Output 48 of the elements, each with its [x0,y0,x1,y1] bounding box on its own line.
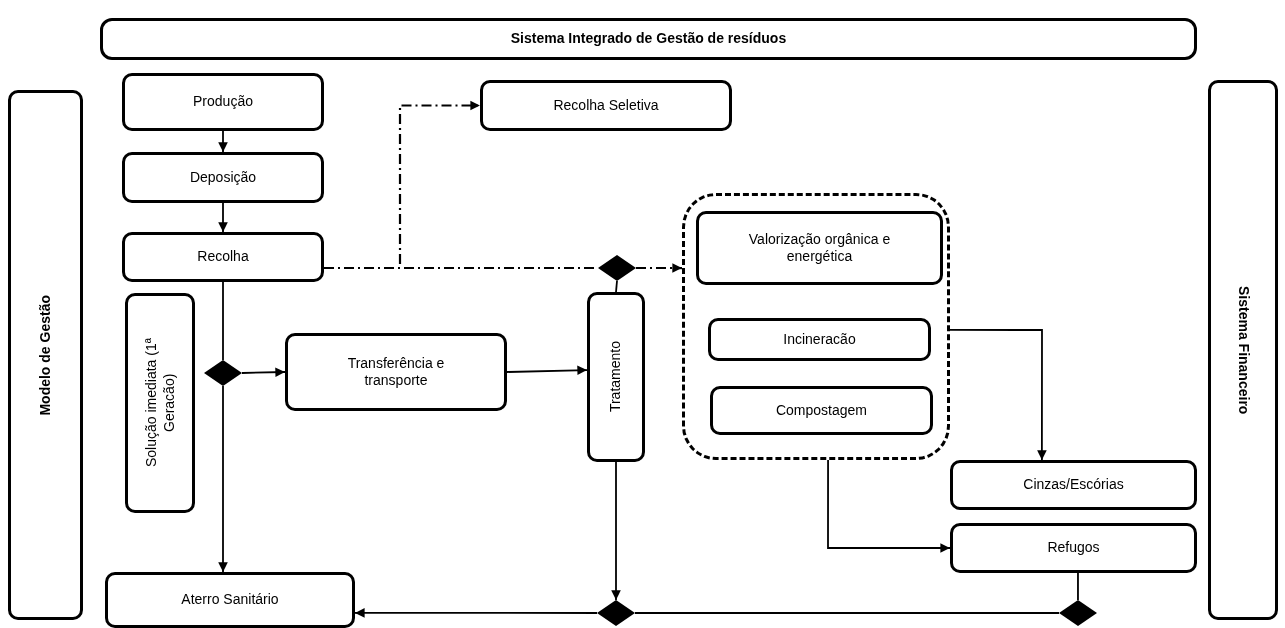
box-label: Valorização orgânica e energética [747,230,892,266]
dashed-group-box [682,193,950,460]
arrow [949,329,1047,461]
arrow [354,608,598,618]
box-label: Incineracão [783,330,856,349]
box-label: Modelo de Gestão [36,294,54,416]
box-label: Transferência e transporte [346,354,446,390]
decision-diamond [597,600,635,626]
process-box [122,73,324,131]
process-box [285,333,507,411]
arrow [218,202,228,233]
arrow [611,461,621,601]
arrow [241,367,286,377]
box-label: Deposição [189,168,257,187]
decision-diamond [204,360,242,386]
box-label: Aterro Sanitário [181,591,279,609]
process-box [696,211,943,285]
box-label: Sistema Integrado de Gestão de resíduos [510,30,787,48]
dash-dot-arrow [636,263,682,273]
process-box [710,386,933,435]
box-label: Refugos [1047,539,1100,557]
dash-dot-arrow [324,100,480,270]
box-label: Compostagem [775,401,867,420]
process-box [125,293,195,513]
arrow [218,130,228,153]
arrow [506,365,588,376]
box-label: Cinzas/Escórias [1023,476,1124,494]
process-box [950,460,1197,510]
process-box [950,523,1197,573]
box-label: Solução imediata (1ª Geracão) [142,337,178,470]
process-box [105,572,355,628]
decision-diamond [1059,600,1097,626]
process-box [480,80,732,131]
box-label: Recolha [197,248,249,266]
box-label: Recolha Seletiva [553,96,659,115]
side-panel [8,90,83,620]
box-label: Sistema Financeiro [1234,285,1252,415]
process-box [122,232,324,282]
process-box [708,318,931,361]
title-banner [100,18,1197,60]
box-label: Produção [193,93,253,111]
arrow [218,385,228,573]
process-box [587,292,645,462]
decision-diamond [598,255,636,281]
side-panel [1208,80,1278,620]
arrow [827,459,951,553]
box-label: Tratamento [607,341,625,413]
process-box [122,152,324,203]
